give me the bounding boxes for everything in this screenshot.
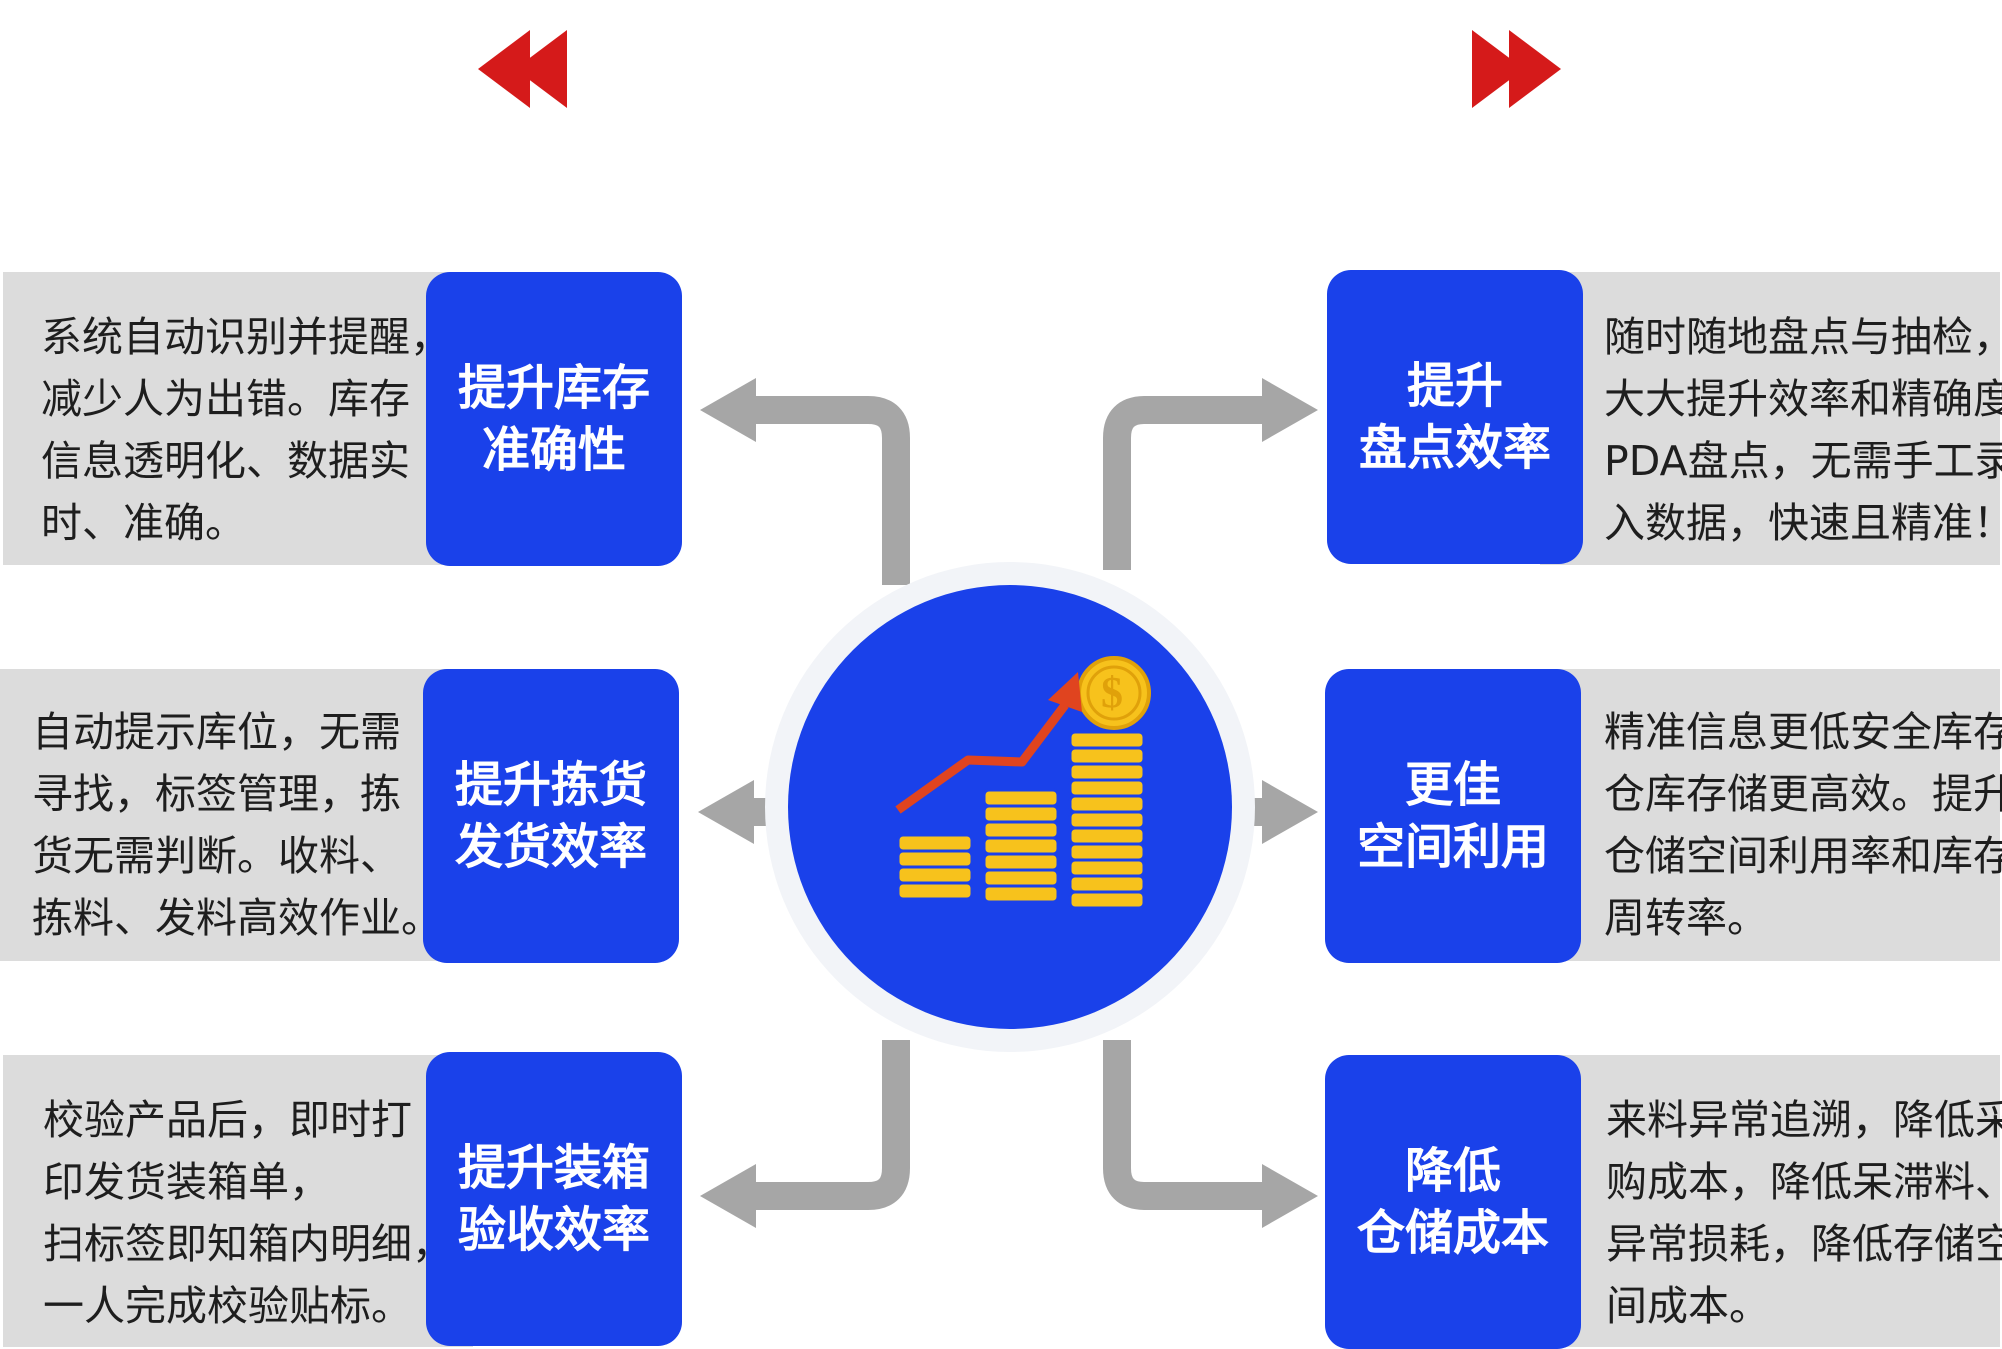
- left-desc-1: 系统自动识别并提醒， 减少人为出错。库存 信息透明化、数据实 时、准确。: [3, 272, 468, 565]
- right-desc-3: 来料异常追溯，降低采 购成本，降低呆滞料、 异常损耗，降低存储空 间成本。: [1540, 1055, 2002, 1347]
- double-chevron-right-icon: [1472, 30, 1561, 108]
- arrowhead-middle-right: [1262, 780, 1318, 844]
- arrowhead-top-left: [700, 378, 756, 442]
- left-desc-2: 自动提示库位，无需 寻找，标签管理，拣 货无需判断。收料、 拣料、发料高效作业。: [0, 669, 470, 961]
- coin-symbol: $: [1101, 668, 1123, 717]
- arrowhead-bottom-left: [700, 1164, 756, 1228]
- right-tile-2[interactable]: 更佳 空间利用: [1325, 669, 1581, 963]
- double-chevron-left-icon: [478, 30, 567, 108]
- money-growth-icon: [895, 656, 1151, 910]
- arrowhead-middle-left: [698, 780, 754, 844]
- left-tile-3[interactable]: 提升装箱 验收效率: [426, 1052, 682, 1346]
- arrow-top-right: [1103, 396, 1265, 570]
- right-tile-1[interactable]: 提升 盘点效率: [1327, 270, 1583, 564]
- arrow-top-left: [752, 396, 910, 585]
- left-desc-3: 校验产品后，即时打 印发货装箱单， 扫标签即知箱内明细， 一人完成校验贴标。: [3, 1055, 473, 1347]
- arrowhead-top-right: [1262, 378, 1318, 442]
- right-desc-1: 随时随地盘点与抽检， 大大提升效率和精确度 PDA盘点，无需手工录 入数据，快速…: [1540, 272, 2002, 565]
- right-tile-3[interactable]: 降低 仓储成本: [1325, 1055, 1581, 1349]
- left-tile-2[interactable]: 提升拣货 发货效率: [423, 669, 679, 963]
- arrowhead-bottom-right: [1262, 1164, 1318, 1228]
- arrow-bottom-left: [752, 1040, 910, 1210]
- right-desc-2: 精准信息更低安全库存， 仓库存储更高效。提升 仓储空间利用率和库存 周转率。: [1540, 669, 2002, 961]
- left-tile-1[interactable]: 提升库存 准确性: [426, 272, 682, 566]
- arrow-bottom-right: [1103, 1040, 1265, 1210]
